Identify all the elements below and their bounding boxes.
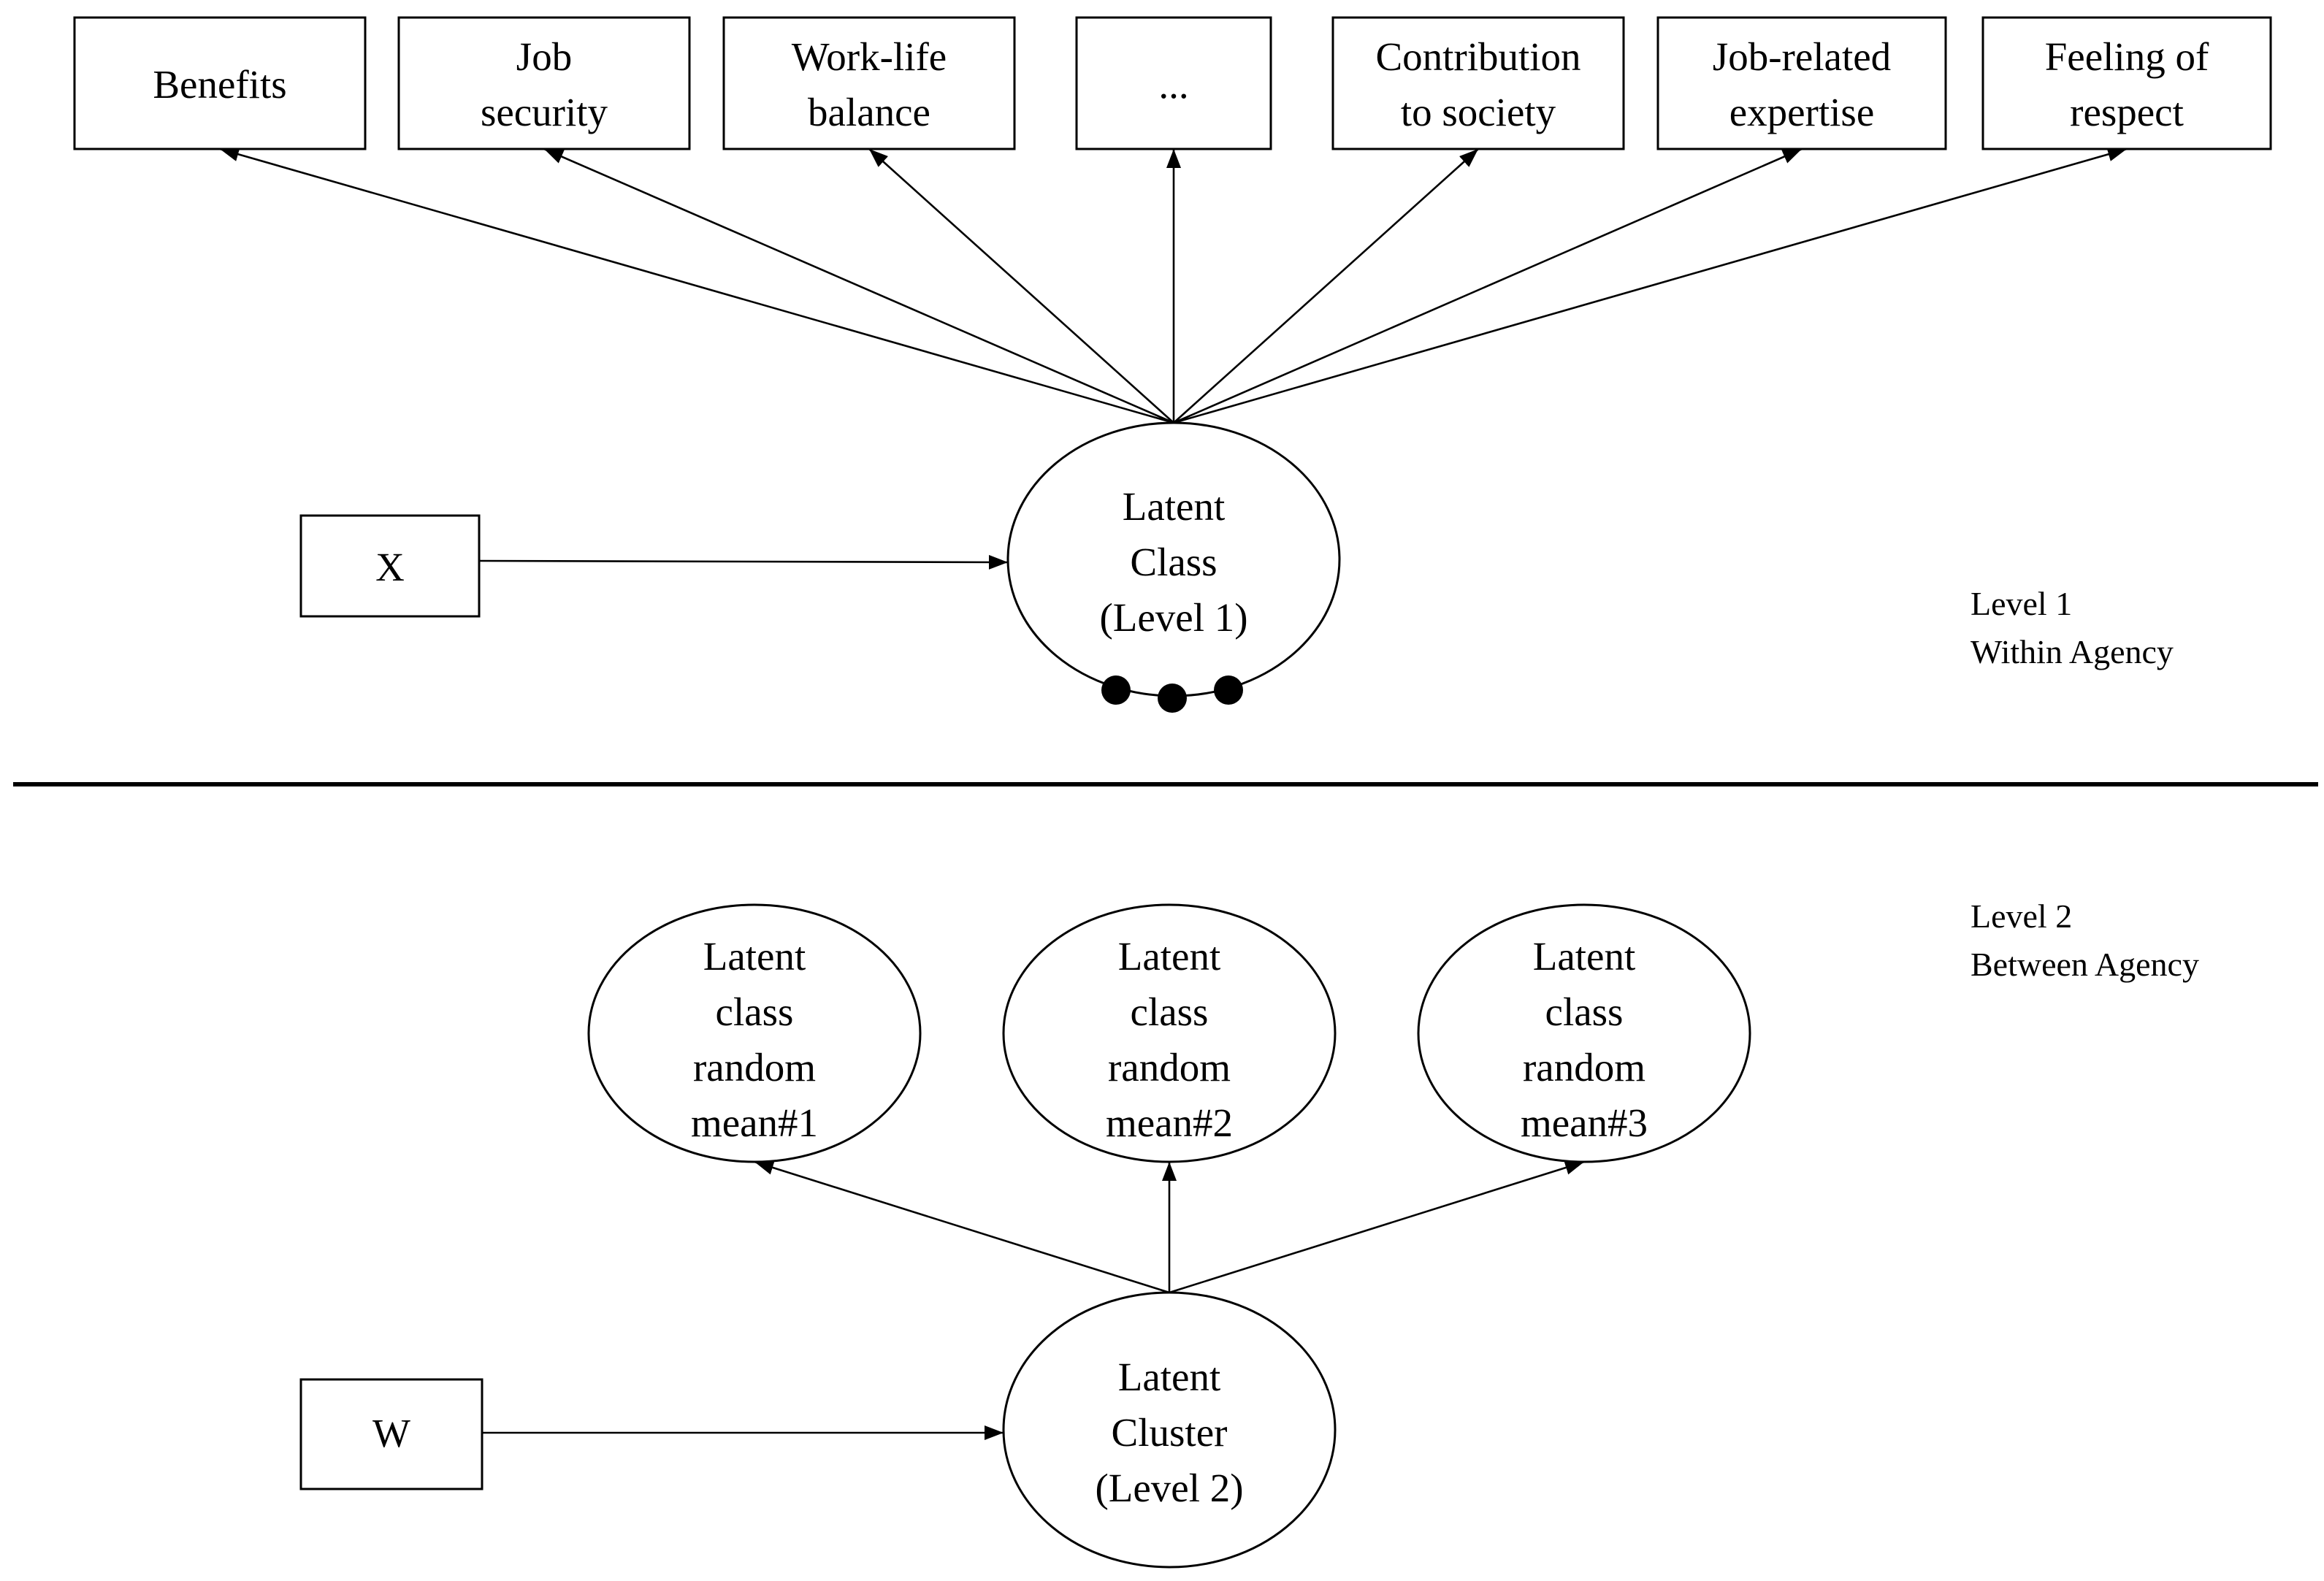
indicator-ellipsis: ... [1075, 16, 1272, 150]
indicator-label: Job [516, 34, 572, 79]
random-mean-label: mean#2 [1106, 1100, 1233, 1145]
random-mean-label: random [693, 1045, 816, 1090]
random-mean-label: mean#1 [691, 1100, 818, 1145]
latent-cluster-label: Cluster [1112, 1410, 1228, 1455]
latent-class-level1: Latent Class (Level 1) [1006, 421, 1341, 713]
class-dot-1 [1101, 675, 1131, 705]
edge-class-to-contribution [1173, 148, 1479, 424]
level1-label: Level 1 Within Agency [1971, 585, 2174, 670]
class-dot-3 [1214, 675, 1243, 705]
random-mean-label: random [1108, 1045, 1231, 1090]
indicator-label: security [481, 90, 608, 134]
latent-class-label: Class [1130, 540, 1217, 584]
level2-label: Level 2 Between Agency [1971, 897, 2199, 983]
random-mean-label: class [1131, 989, 1209, 1034]
random-mean-label: class [1545, 989, 1624, 1034]
edge-class-to-job-security [543, 148, 1174, 424]
indicator-label: Work-life [792, 34, 947, 79]
indicator-feeling-of-respect: Feeling of respect [1981, 16, 2272, 150]
indicator-job-security: Job security [397, 16, 691, 150]
latent-cluster-level2: Latent Cluster (Level 2) [1002, 1291, 1337, 1569]
random-mean-label: mean#3 [1521, 1100, 1648, 1145]
random-mean-label: Latent [1118, 934, 1220, 979]
covariate-label: W [372, 1411, 410, 1455]
indicator-label: expertise [1729, 90, 1875, 134]
indicator-label: Feeling of [2045, 34, 2209, 79]
random-mean-label: Latent [1533, 934, 1635, 979]
covariate-x: X [299, 514, 481, 618]
indicator-contribution-to-society: Contribution to society [1331, 16, 1625, 150]
latent-cluster-label: (Level 2) [1095, 1466, 1243, 1510]
level-label: Within Agency [1971, 633, 2174, 670]
indicator-label: Benefits [153, 62, 286, 107]
latent-class-label: Latent [1123, 484, 1225, 529]
edge-class-to-benefits [219, 147, 1174, 424]
indicator-label: Contribution [1375, 34, 1580, 79]
latent-cluster-label: Latent [1118, 1355, 1220, 1399]
indicator-work-life-balance: Work-life balance [722, 16, 1016, 150]
random-mean-1: Latent class random mean#1 [587, 903, 922, 1163]
edge-cluster-to-mean-1 [754, 1160, 1170, 1294]
random-mean-3: Latent class random mean#3 [1417, 903, 1751, 1163]
latent-class-label: (Level 1) [1099, 595, 1247, 640]
edges [219, 147, 2128, 1440]
random-mean-label: class [716, 989, 794, 1034]
level-label: Between Agency [1971, 946, 2199, 983]
indicator-job-related-expertise: Job-related expertise [1656, 16, 1947, 150]
edge-x-to-class [478, 554, 1009, 570]
edge-class-to-respect [1173, 147, 2128, 424]
edge-cluster-to-mean-3 [1169, 1160, 1585, 1294]
indicator-benefits: Benefits [73, 16, 367, 150]
edge-class-to-expertise [1173, 148, 1803, 424]
covariate-label: X [375, 545, 405, 589]
level-label: Level 2 [1971, 897, 2072, 935]
indicator-label: balance [808, 90, 930, 134]
level-label: Level 1 [1971, 585, 2072, 622]
indicator-label: Job-related [1713, 34, 1891, 79]
indicator-label: ... [1158, 62, 1188, 107]
covariate-w: W [299, 1378, 483, 1490]
indicator-label: to society [1401, 90, 1556, 134]
random-mean-label: random [1523, 1045, 1645, 1090]
indicator-label: respect [2070, 90, 2184, 134]
random-mean-2: Latent class random mean#2 [1002, 903, 1337, 1163]
edge-class-to-work-life-balance [868, 148, 1174, 424]
class-dot-2 [1158, 684, 1187, 713]
random-mean-label: Latent [703, 934, 806, 979]
